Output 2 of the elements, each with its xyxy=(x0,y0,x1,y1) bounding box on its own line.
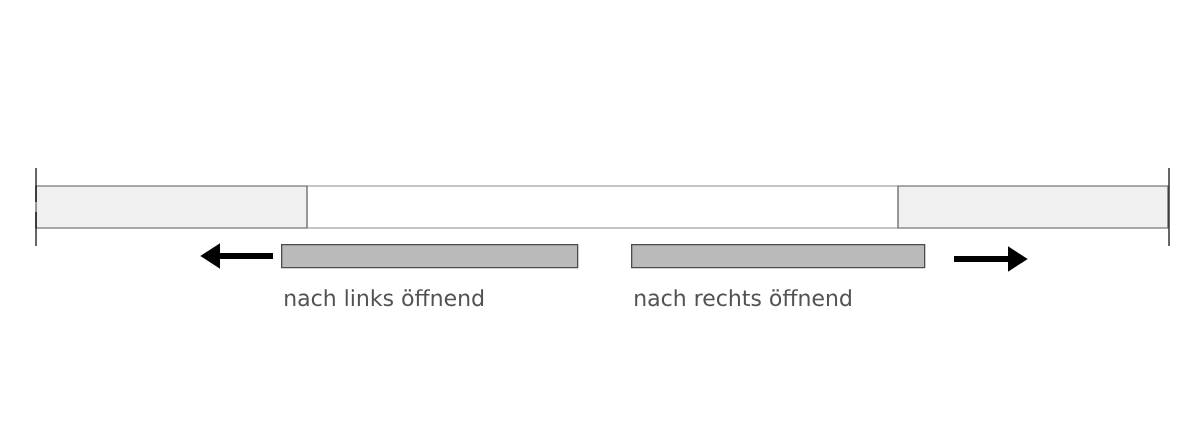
node-label: nach rechts öffnend xyxy=(635,289,851,307)
node-label: nach links öffnend xyxy=(285,289,484,307)
